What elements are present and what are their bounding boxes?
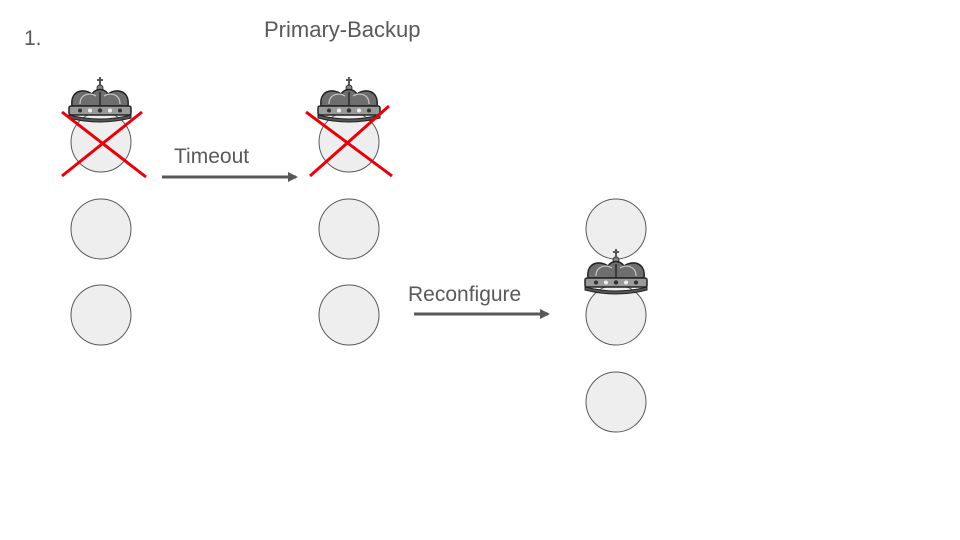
column-2-after-timeout [305,76,393,346]
crown-icon [68,76,132,123]
crown-icon [584,248,648,295]
red-x-icon [61,110,147,179]
timeout-label: Timeout [174,145,250,168]
column-3-after-reconfigure [584,198,648,433]
node-backup [70,284,132,346]
crown-icon [317,76,381,123]
reconfigure-label: Reconfigure [408,283,522,306]
column-1-initial [61,76,147,346]
node-backup [70,198,132,260]
node-backup [585,371,647,433]
slide-number: 1. [24,27,42,50]
node-backup [318,284,380,346]
slide-title: Primary-Backup [264,17,421,42]
red-x-icon [305,104,393,178]
node-backup [318,198,380,260]
